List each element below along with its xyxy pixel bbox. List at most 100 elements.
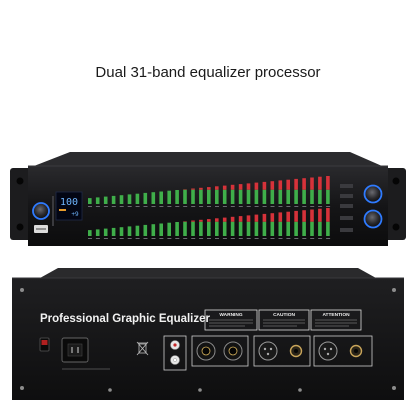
eq-band-fader[interactable]	[302, 238, 307, 239]
eq-band-fader[interactable]	[294, 238, 299, 239]
eq-band-fader[interactable]	[207, 238, 211, 239]
eq-band-fader[interactable]	[326, 206, 331, 207]
eq-band-fader[interactable]	[88, 238, 92, 239]
eq-band-fader[interactable]	[103, 206, 108, 207]
eq-band-fader[interactable]	[119, 238, 124, 239]
eq-band-fader[interactable]	[230, 206, 235, 207]
eq-band-fader[interactable]	[199, 206, 204, 207]
eq-band-fader[interactable]	[127, 206, 132, 207]
eq-band-fader[interactable]	[167, 238, 172, 239]
eq-band-fader[interactable]	[175, 206, 180, 207]
eq-band-led	[207, 221, 211, 236]
eq-band-led	[326, 221, 330, 236]
eq-band-peak-led	[278, 180, 283, 190]
eq-band-fader[interactable]	[151, 238, 156, 239]
eq-band-fader[interactable]	[159, 238, 164, 239]
eq-band-fader[interactable]	[278, 238, 283, 239]
eq-band-peak-led	[310, 209, 314, 222]
eq-meter-channel-a	[88, 176, 331, 207]
eq-band-fader[interactable]	[230, 238, 235, 239]
eq-band-fader[interactable]	[135, 238, 140, 239]
eq-band-fader[interactable]	[167, 206, 172, 207]
eq-band-fader[interactable]	[254, 206, 259, 207]
eq-band-fader[interactable]	[318, 238, 323, 239]
xlr-output-a[interactable]	[258, 341, 278, 361]
eq-band-peak-led	[262, 181, 267, 190]
eq-band-fader[interactable]	[103, 238, 108, 239]
eq-band-fader[interactable]	[111, 238, 116, 239]
eq-band-led	[318, 189, 322, 204]
eq-band-fader[interactable]	[95, 238, 100, 239]
link-button[interactable]	[340, 216, 353, 220]
chassis-top	[34, 152, 382, 166]
eq-band-fader[interactable]	[278, 206, 283, 207]
eq-band-fader[interactable]	[207, 206, 211, 207]
eq-band-peak-led	[207, 187, 211, 190]
eq-band-fader[interactable]	[143, 206, 148, 207]
rack-screw-hole	[392, 223, 400, 231]
eq-band-fader[interactable]	[310, 206, 315, 207]
eq-band-fader[interactable]	[262, 206, 267, 207]
eq-band-fader[interactable]	[262, 238, 267, 239]
eq-band-fader[interactable]	[183, 206, 188, 207]
xlr-output-b[interactable]	[318, 341, 338, 361]
eq-band-peak-led	[326, 176, 330, 190]
eq-band-fader[interactable]	[215, 238, 219, 239]
eq-band-led	[326, 189, 330, 204]
eq-band-fader[interactable]	[238, 206, 243, 207]
eq-band-peak-led	[302, 210, 306, 222]
input-level-knob[interactable]	[32, 202, 50, 220]
eq-band-fader[interactable]	[191, 206, 196, 207]
eq-band-fader[interactable]	[191, 238, 196, 239]
eq-band-peak-led	[318, 208, 322, 222]
eq-band-fader[interactable]	[95, 206, 100, 207]
eq-band-peak-led	[246, 215, 251, 222]
led-display: 100 +9	[55, 191, 83, 221]
eq-band-led	[254, 221, 259, 236]
eq-band-led	[135, 193, 140, 204]
eq-band-fader[interactable]	[286, 206, 291, 207]
bypass-button[interactable]	[340, 204, 353, 208]
mode-button[interactable]	[340, 184, 353, 188]
eq-band-fader[interactable]	[246, 206, 251, 207]
eq-band-fader[interactable]	[199, 238, 204, 239]
eq-band-fader[interactable]	[222, 206, 227, 207]
eq-band-fader[interactable]	[183, 238, 188, 239]
eq-band-fader[interactable]	[238, 238, 243, 239]
eq-band-led	[199, 189, 203, 204]
eq-band-fader[interactable]	[143, 238, 148, 239]
eq-band-fader[interactable]	[318, 206, 323, 207]
eq-band-led	[191, 221, 195, 236]
eq-band-fader[interactable]	[159, 206, 164, 207]
eq-band-fader[interactable]	[326, 238, 331, 239]
eq-band-fader[interactable]	[222, 238, 227, 239]
gain-knob[interactable]	[363, 209, 383, 229]
eq-band-led	[294, 221, 298, 236]
eq-band-fader[interactable]	[310, 238, 315, 239]
eq-band-fader[interactable]	[270, 206, 275, 207]
control-knob[interactable]	[363, 184, 383, 204]
eq-band-fader[interactable]	[286, 238, 291, 239]
eq-band-peak-led	[238, 184, 243, 190]
eq-band-led	[246, 189, 251, 204]
reset-button[interactable]	[340, 228, 353, 232]
rear-panel-title: Professional Graphic Equalizer	[40, 313, 211, 325]
select-button[interactable]	[340, 194, 353, 198]
eq-band-fader[interactable]	[111, 206, 116, 207]
eq-band-fader[interactable]	[127, 238, 132, 239]
eq-band-fader[interactable]	[302, 206, 307, 207]
eq-band-fader[interactable]	[88, 206, 92, 207]
eq-band-fader[interactable]	[119, 206, 124, 207]
eq-band-fader[interactable]	[175, 238, 180, 239]
eq-band-fader[interactable]	[151, 206, 156, 207]
eq-band-fader[interactable]	[215, 206, 219, 207]
eq-band-led	[222, 189, 227, 204]
eq-band-fader[interactable]	[135, 206, 140, 207]
eq-band-peak-led	[302, 178, 306, 190]
eq-band-led	[286, 189, 290, 204]
eq-band-fader[interactable]	[254, 238, 259, 239]
eq-band-fader[interactable]	[270, 238, 275, 239]
eq-band-fader[interactable]	[294, 206, 299, 207]
eq-band-fader[interactable]	[246, 238, 251, 239]
eq-band-peak-led	[207, 219, 211, 222]
